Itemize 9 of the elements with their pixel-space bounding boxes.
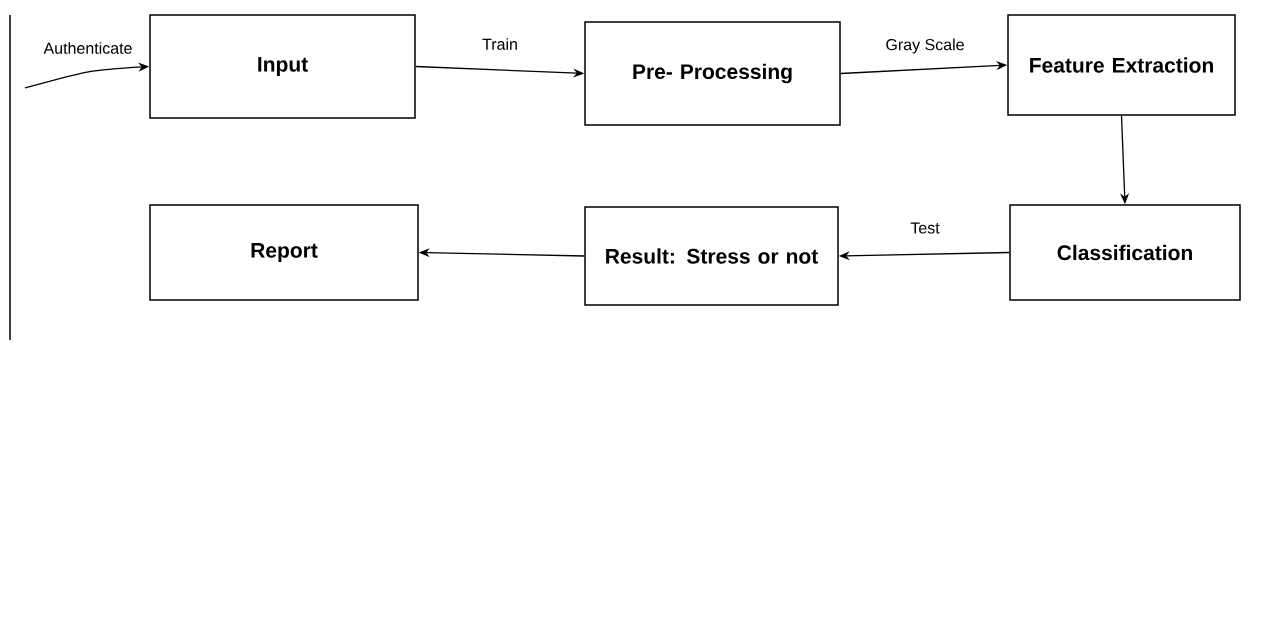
edge-label: Train (481, 37, 519, 51)
process-box: Classification (1009, 204, 1241, 301)
process-box: Result: Stress or not (584, 206, 839, 306)
process-box: Report (149, 204, 419, 301)
edge-label: Authenticate (42, 41, 134, 55)
process-box: Pre- Processing (584, 21, 841, 126)
process-box: Input (149, 14, 416, 119)
edge-label: Test (909, 221, 941, 235)
process-box: Feature Extraction (1007, 14, 1236, 116)
